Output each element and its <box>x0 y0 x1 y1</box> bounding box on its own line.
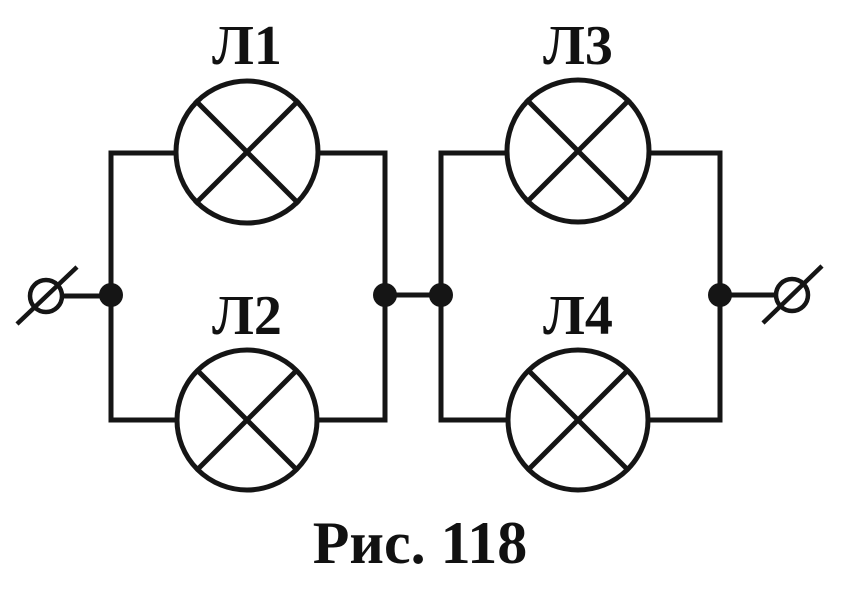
junction-dot-mid-right <box>429 283 453 307</box>
junction-dot-left <box>99 283 123 307</box>
lamp-label-l3: Л3 <box>543 15 613 77</box>
lamp-l4-icon <box>505 347 651 493</box>
lamp-l1-icon <box>173 78 321 226</box>
lamp-l3-icon <box>504 77 652 225</box>
lamp-label-l4: Л4 <box>543 285 613 347</box>
lamp-cross-icon <box>524 97 632 205</box>
lamp-label-l2: Л2 <box>212 285 282 347</box>
figure-caption: Рис. 118 <box>313 510 528 576</box>
terminal-right-icon <box>761 264 824 325</box>
lamp-cross-icon <box>194 367 300 473</box>
lamp-cross-icon <box>193 98 301 206</box>
terminal-left-icon <box>15 265 79 326</box>
junction-dot-mid-left <box>373 283 397 307</box>
lamp-cross-icon <box>525 367 631 473</box>
junction-dot-right <box>708 283 732 307</box>
terminal-right-slash <box>761 264 824 325</box>
lamp-label-l1: Л1 <box>212 15 282 77</box>
terminal-left-slash <box>15 265 79 326</box>
lamp-l2-icon <box>174 347 320 493</box>
